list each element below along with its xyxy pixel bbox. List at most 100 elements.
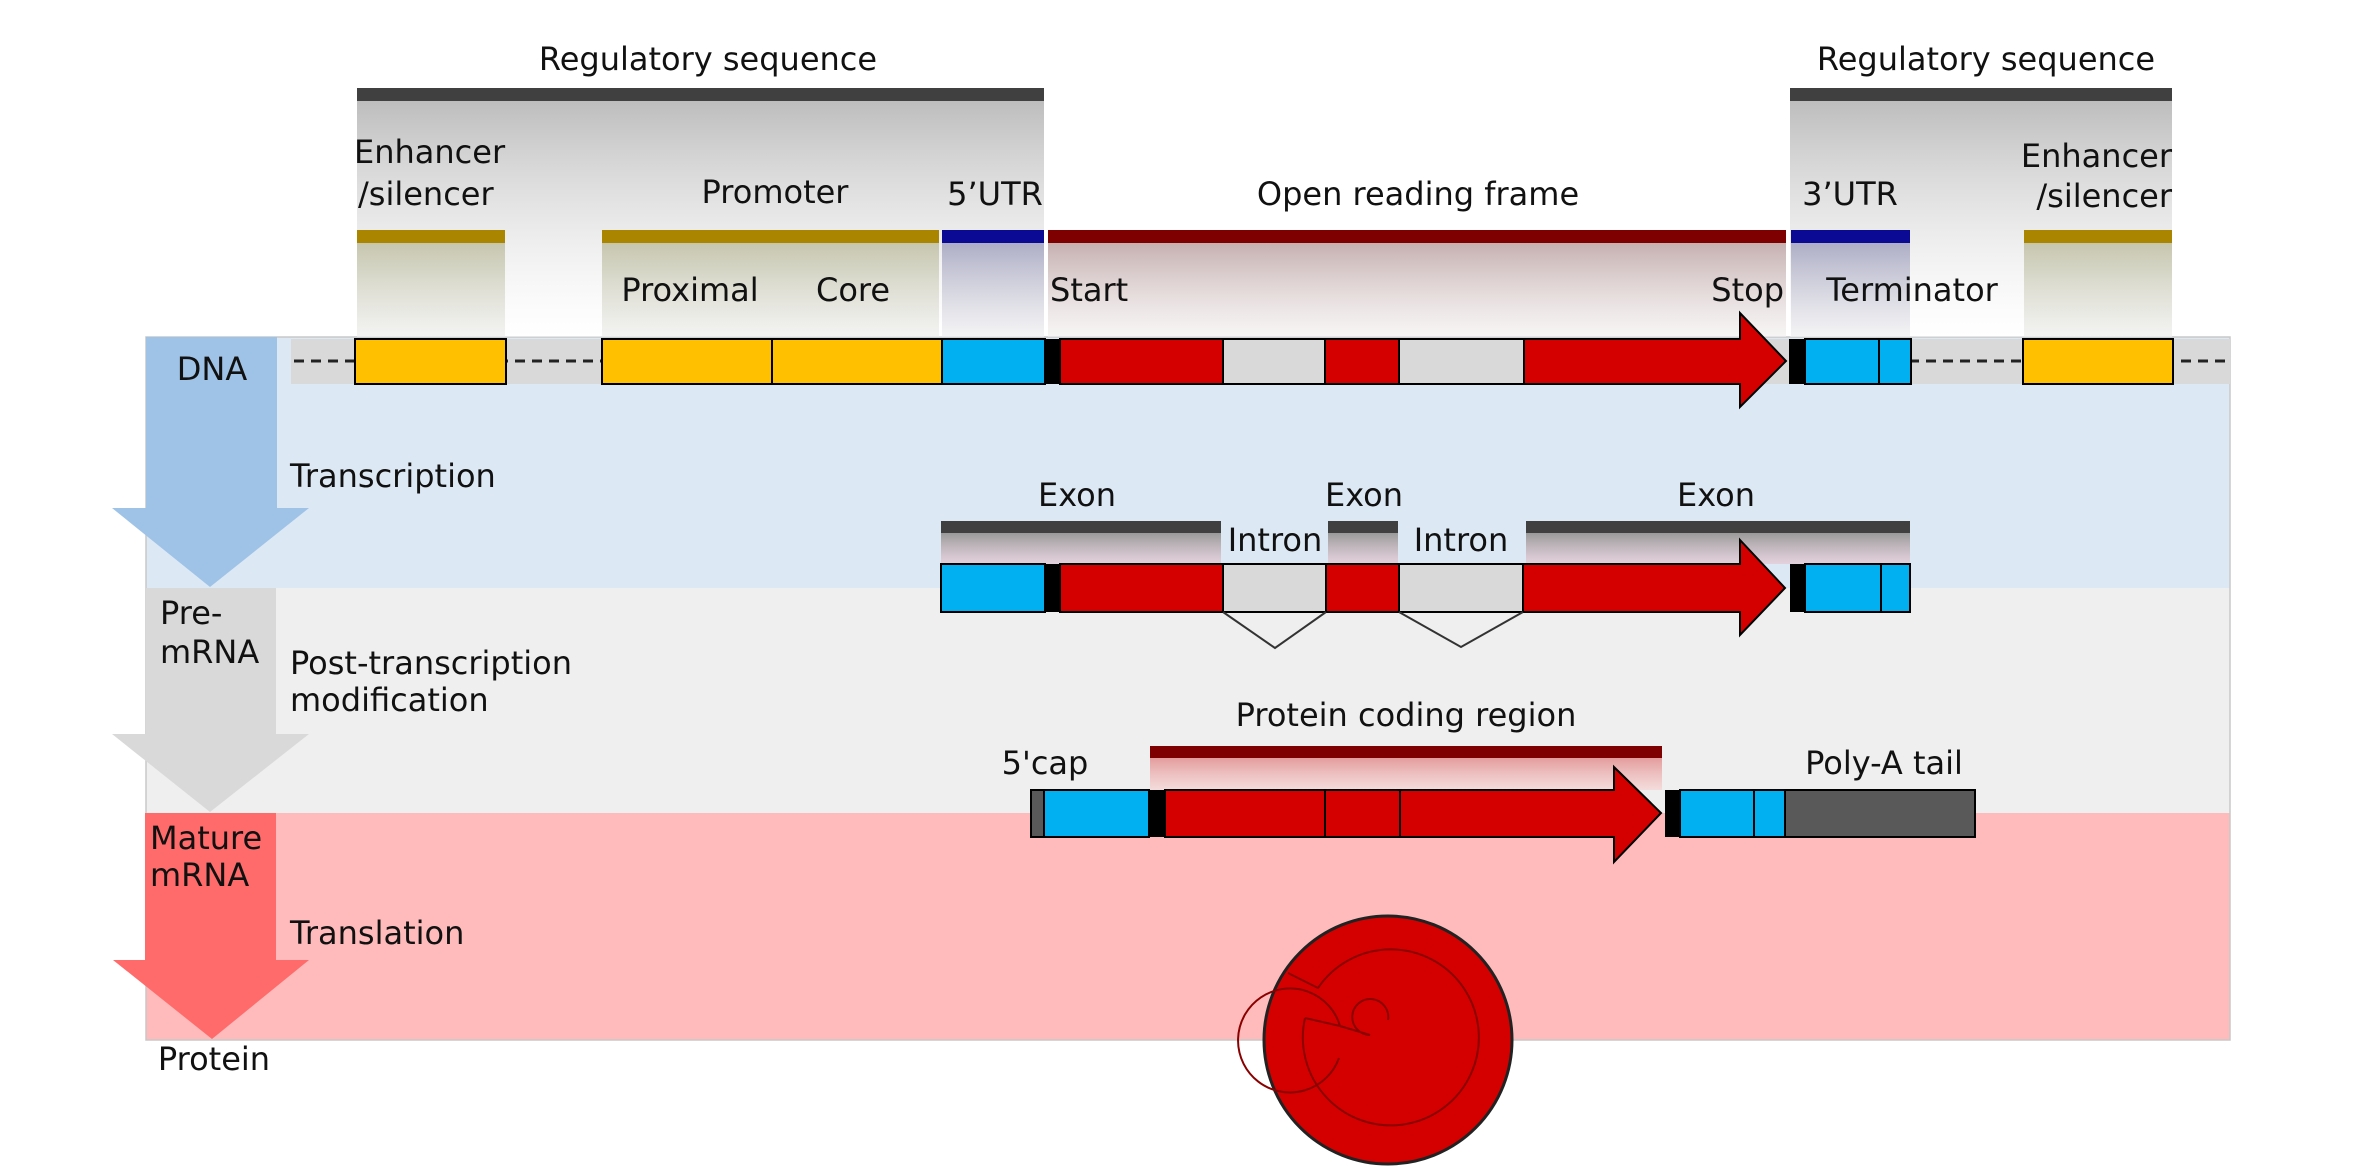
utr5-label: 5’UTR [947,175,1043,213]
process-label-post-transcription-1: Post-transcription [290,644,572,682]
intron-1-label: Intron [1228,521,1323,559]
enhancer-left-shade [357,243,505,337]
enhancer-right-label-1: Enhancer [2021,137,2173,175]
protein-fold-middle [1237,987,1342,1094]
regulatory-label-right: Regulatory sequence [1817,40,2155,78]
exon-1-bar [941,521,1221,533]
orf-label: Open reading frame [1257,175,1579,213]
premrna-exon-1 [1059,563,1224,613]
premrna-intron-2 [1398,563,1524,613]
stage-labels: DNA Transcription Pre- mRNA Post-transcr… [150,350,572,1078]
exon-2-label: Exon [1325,476,1403,514]
mature-5-cap [1030,789,1045,838]
protein-fold-inner [1339,998,1390,1036]
translation-arrow [113,813,309,1039]
enhancer-right-bar [2024,230,2172,243]
dna-terminator [1878,338,1912,385]
premrna-utr5 [940,563,1046,613]
regulatory-bar-right [1790,88,2172,101]
enhancer-right-shade [2024,243,2172,337]
premrna-exon-2 [1325,563,1400,613]
intron-2-label: Intron [1414,521,1509,559]
dna-stop-codon [1789,339,1805,384]
exon-3-label: Exon [1677,476,1755,514]
dna-strand [291,310,2230,410]
protein-globule [1262,914,1514,1166]
coding-region-label: Protein coding region [1236,696,1577,734]
dna-enhancer-left [354,338,507,385]
transcription-arrow [112,337,309,587]
coding-region-shade [1150,758,1662,790]
premrna-strand [940,537,1911,650]
stage-label-premrna-1: Pre- [160,594,222,632]
exon-1-shade [941,533,1221,564]
enhancer-left-label-1: Enhancer [354,133,506,171]
dna-promoter-proximal [601,338,773,385]
stop-label: Stop [1711,271,1784,309]
dna-annotations: Regulatory sequence Regulatory sequence … [354,40,2173,337]
dna-utr5 [941,338,1046,385]
premrna-start-codon [1044,564,1060,612]
dna-intron-1 [1222,338,1326,385]
dna-exon-1 [1059,338,1224,385]
protein-icon [1237,914,1514,1166]
dna-exon-2 [1324,338,1400,385]
utr5-shade [942,243,1044,337]
mature-utr5 [1043,789,1150,838]
start-label: Start [1050,271,1128,309]
mature-exon-3-arrow [1399,764,1663,865]
process-arrows [112,337,309,1039]
premrna-annotations: Exon Exon Exon Intron Intron [941,476,1910,564]
utr3-shade [1791,243,1910,337]
mature-utr3 [1679,789,1755,838]
enhancer-left-bar [357,230,505,243]
mature-exon-1 [1164,789,1326,838]
coding-region-bar [1150,746,1662,758]
dna-exon-3-arrow [1523,310,1788,410]
stage-label-mature-2: mRNA [150,856,249,894]
stage-label-premrna-2: mRNA [160,633,259,671]
mature-terminator [1753,789,1786,838]
process-label-post-transcription-2: modification [290,681,489,719]
poly-a-label: Poly-A tail [1805,744,1963,782]
regulatory-bar-left [357,88,1044,101]
proximal-label: Proximal [621,271,758,309]
orf-bar [1048,230,1786,243]
promoter-shade [602,243,939,337]
mature-start-codon [1149,790,1165,837]
process-label-translation: Translation [289,914,464,952]
mature-poly-a-tail [1784,789,1976,838]
orf-shade [1048,243,1786,337]
splice-junction-2 [1398,611,1524,649]
mature-strand [1030,764,1976,865]
band-mature-mrna [146,813,2230,1040]
utr3-bar [1791,230,1910,243]
exon-2-shade [1328,533,1398,564]
process-label-transcription: Transcription [289,457,496,495]
mature-exon-2 [1324,789,1401,838]
utr5-bar [942,230,1044,243]
cap-label: 5'cap [1002,744,1089,782]
premrna-intron-1 [1222,563,1327,613]
dna-start-codon [1045,339,1060,384]
premrna-stop-codon [1790,564,1805,612]
protein-fold-outer [1287,948,1480,1127]
stage-label-mature-1: Mature [150,819,262,857]
post-transcription-arrow [112,588,309,812]
exon-1-label: Exon [1038,476,1116,514]
premrna-utr3 [1804,563,1882,613]
premrna-exon-3-arrow [1522,537,1787,638]
core-label: Core [816,271,890,309]
exon-3-bar [1526,521,1910,533]
dna-enhancer-right [2022,338,2174,385]
terminator-label: Terminator [1825,271,1998,309]
enhancer-right-label-2: /silencer [2036,177,2172,215]
stage-label-protein: Protein [158,1040,270,1078]
stage-label-dna: DNA [177,350,248,388]
utr3-label: 3’UTR [1802,175,1898,213]
promoter-bar [602,230,939,243]
splice-junction-1 [1222,611,1327,650]
enhancer-left-label-2: /silencer [358,175,494,213]
premrna-terminator [1880,563,1911,613]
